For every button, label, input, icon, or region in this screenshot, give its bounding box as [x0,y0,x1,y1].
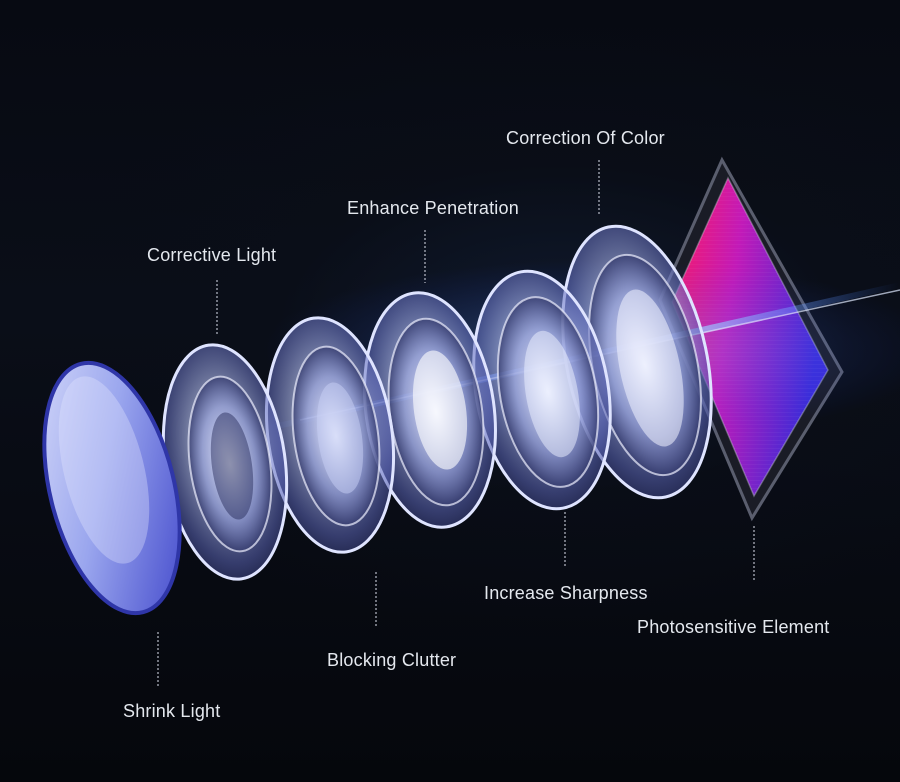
label-blocking-clutter: Blocking Clutter [327,649,456,671]
label-correction-of-color: Correction Of Color [506,127,665,149]
label-enhance-penetration: Enhance Penetration [347,197,519,219]
label-photosensitive-element: Photosensitive Element [637,616,830,638]
label-shrink-light: Shrink Light [123,700,220,722]
label-increase-sharpness: Increase Sharpness [484,582,648,604]
label-corrective-light: Corrective Light [147,244,276,266]
